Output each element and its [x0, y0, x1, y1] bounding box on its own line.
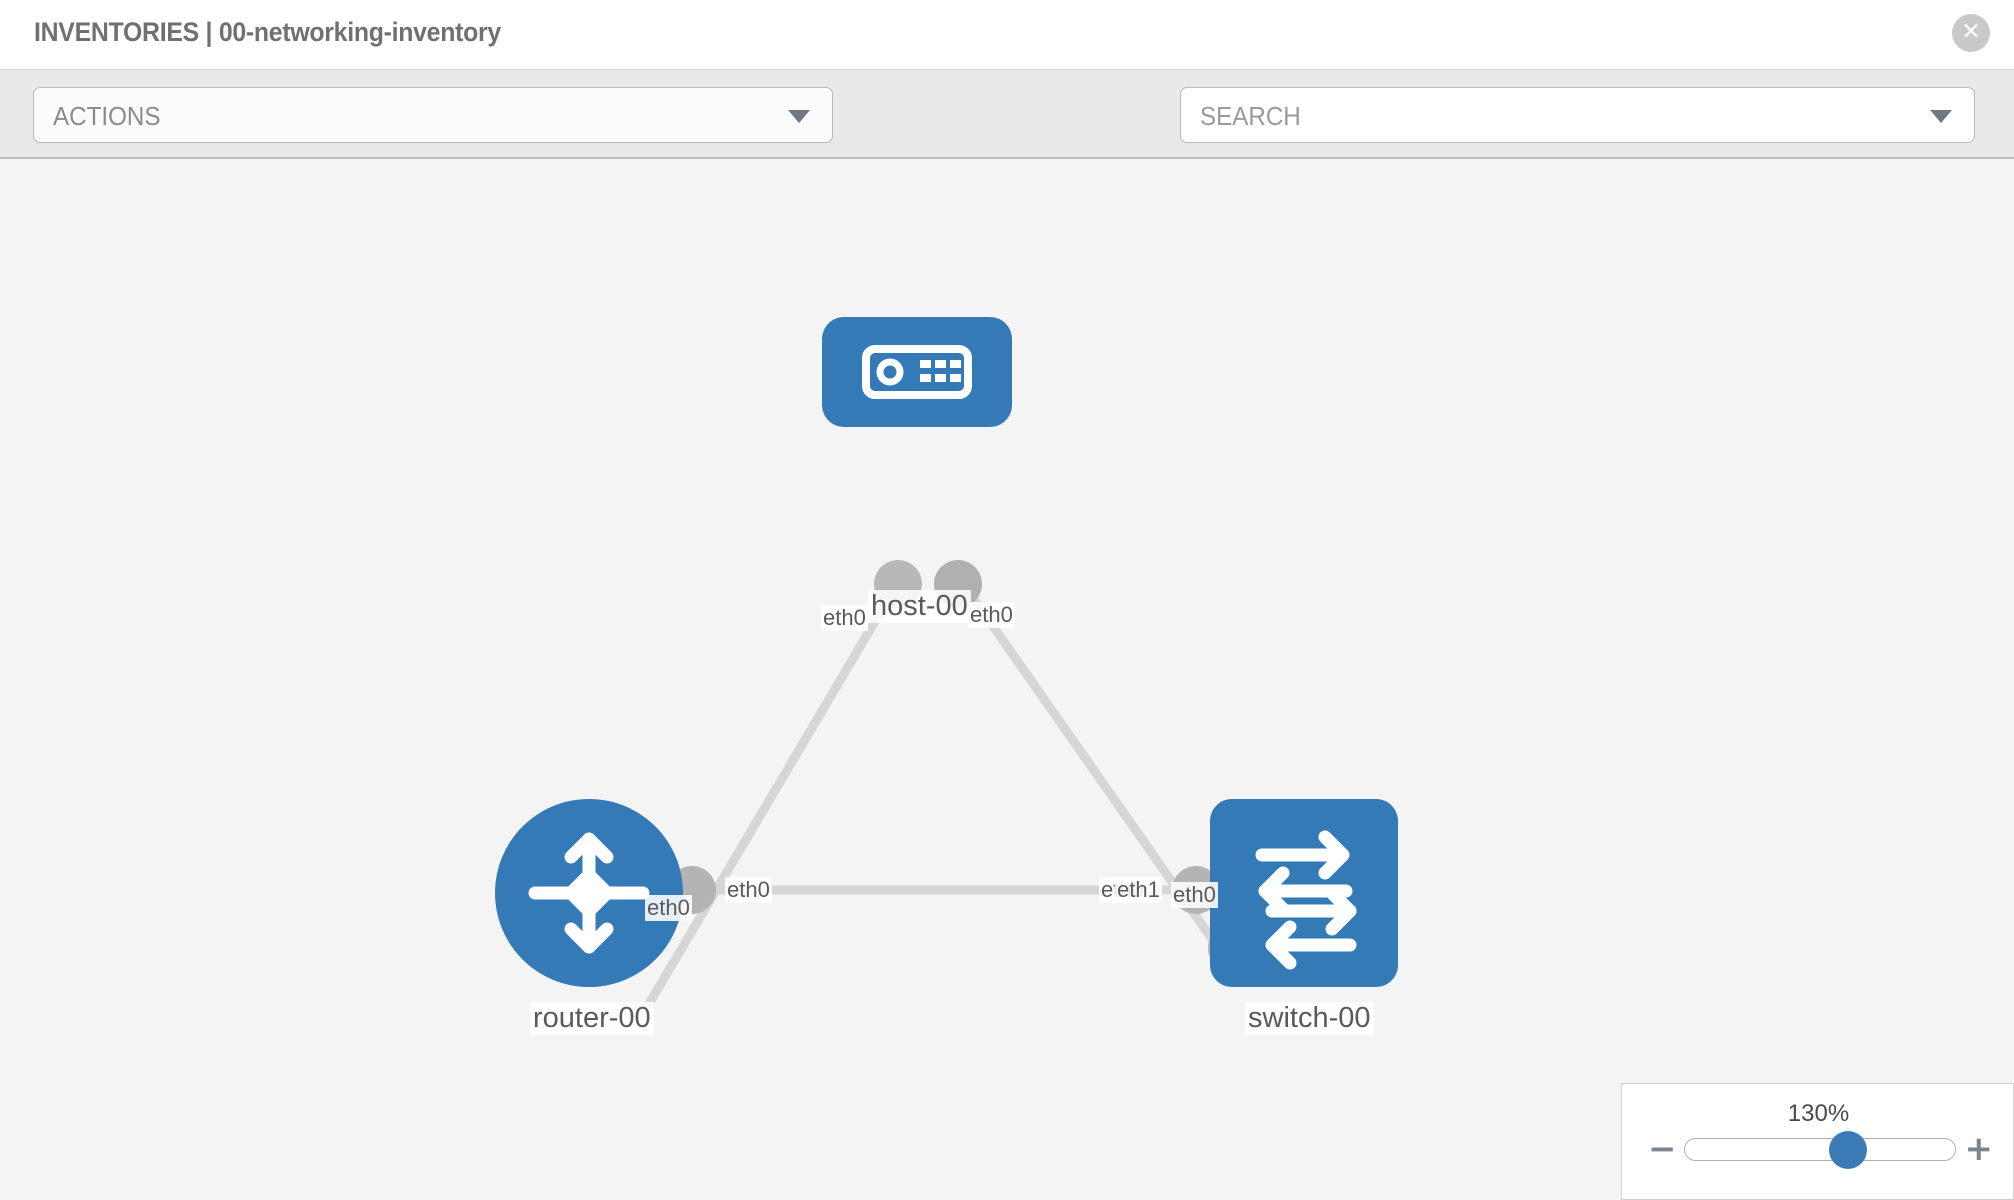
toolbar: ACTIONS SEARCH: [0, 70, 2014, 197]
iface-label-router-uplink: eth0: [645, 895, 692, 921]
iface-label-switch-eth1: eth1: [1115, 877, 1162, 903]
iface-label-host-right: eth0: [968, 602, 1015, 628]
switch-arrows-icon: [1255, 830, 1357, 970]
node-host-00-shape[interactable]: [822, 317, 1012, 427]
page-header: INVENTORIES | 00-networking-inventory ✕: [0, 0, 2014, 70]
actions-dropdown-label: ACTIONS: [53, 101, 161, 131]
actions-dropdown[interactable]: ACTIONS: [33, 87, 833, 143]
node-host-00-label: host-00: [868, 590, 971, 623]
node-router-00-label: router-00: [530, 1002, 654, 1035]
iface-label-router-right: eth0: [725, 877, 772, 903]
zoom-slider-track[interactable]: [1684, 1131, 1956, 1169]
iface-label-switch-uplink: eth0: [1171, 882, 1218, 908]
link-host-switch: [956, 576, 1244, 982]
zoom-in-button[interactable]: +: [1964, 1129, 1994, 1169]
node-router-00-shape[interactable]: [495, 799, 683, 987]
search-input[interactable]: SEARCH: [1180, 87, 1975, 143]
chevron-down-icon[interactable]: [1930, 110, 1952, 123]
topology-canvas[interactable]: host-00 router-00: [0, 159, 2014, 1200]
close-button[interactable]: ✕: [1952, 14, 1990, 52]
iface-label-host-left: eth0: [821, 605, 868, 631]
page-title: INVENTORIES | 00-networking-inventory: [34, 17, 501, 47]
node-switch-00-label: switch-00: [1245, 1002, 1374, 1035]
zoom-level-value: 130%: [1787, 1100, 1850, 1127]
router-arrows-icon: [528, 832, 650, 954]
chevron-down-icon: [788, 110, 810, 123]
server-icon: [862, 345, 972, 399]
topology-graph: [636, 560, 1256, 1022]
zoom-control-panel: 130% − +: [1621, 1083, 2014, 1200]
zoom-out-button[interactable]: −: [1648, 1129, 1677, 1169]
node-switch-00-shape[interactable]: [1210, 799, 1398, 987]
search-placeholder: SEARCH: [1200, 101, 1301, 131]
close-icon: ✕: [1961, 19, 1981, 45]
link-host-router: [636, 576, 904, 1022]
zoom-slider-handle[interactable]: [1829, 1131, 1868, 1169]
